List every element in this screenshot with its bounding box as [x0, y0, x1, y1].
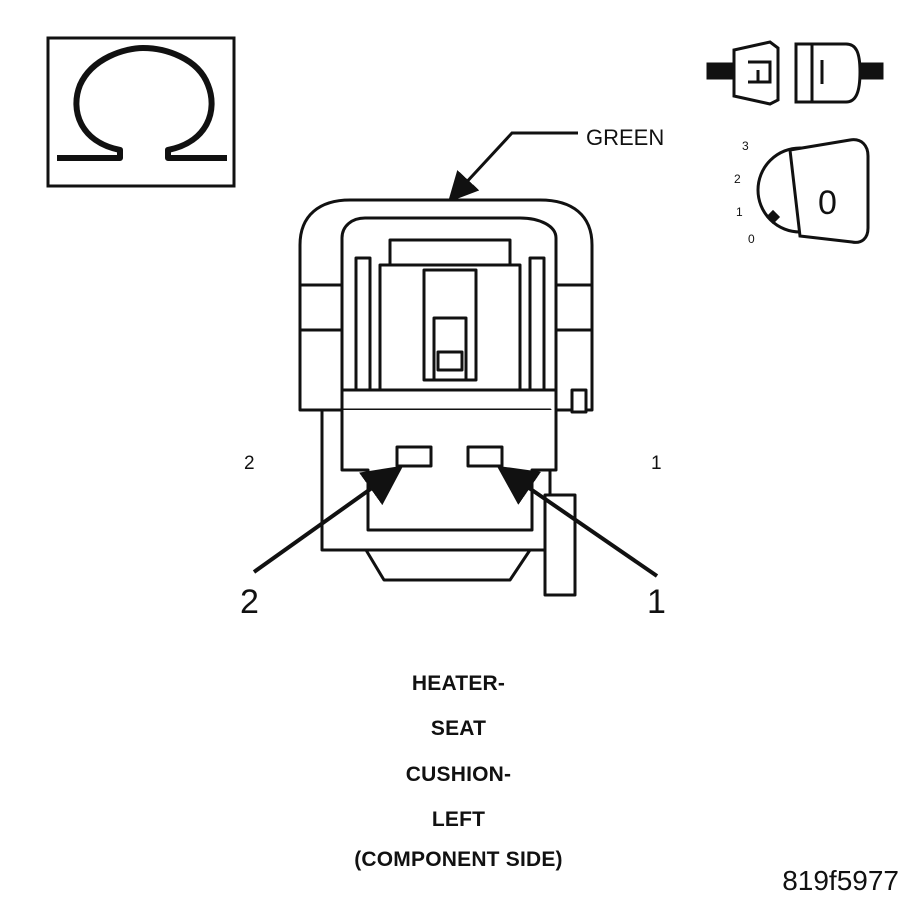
- wire-color-label: GREEN: [586, 125, 664, 150]
- pin-2-arrow: [252, 465, 404, 574]
- pin-label-1-small: 1: [651, 453, 662, 474]
- ignition-off-icon: 3 2 1 0 0: [734, 138, 870, 246]
- ignition-pos-3: 3: [742, 139, 749, 153]
- figure-id: 819f5977: [782, 865, 899, 896]
- pin-callout-1: 1: [647, 583, 666, 621]
- pin-cavity-2: [395, 445, 433, 468]
- caption-line-4: LEFT: [431, 808, 486, 831]
- pin-cavity-1: [466, 445, 504, 468]
- caption-line-3: CUSHION-: [405, 763, 512, 786]
- caption-line-2: SEAT: [430, 717, 487, 740]
- ohm-icon: [46, 36, 236, 188]
- caption-line-1: HEATER-: [411, 672, 506, 695]
- caption-line-5: (COMPONENT SIDE): [354, 848, 563, 871]
- wire-color-callout: GREEN: [447, 125, 664, 203]
- pin-label-2-small: 2: [244, 453, 255, 474]
- ignition-pos-1: 1: [736, 205, 743, 219]
- pin-1-arrow: [496, 465, 659, 578]
- pin-callout-2: 2: [240, 583, 259, 621]
- ignition-pos-0: 0: [748, 232, 755, 246]
- connector-disconnected-icon: [706, 40, 884, 106]
- ignition-key-label: 0: [818, 184, 837, 222]
- ignition-pos-2: 2: [734, 172, 741, 186]
- connector-body: [298, 198, 594, 597]
